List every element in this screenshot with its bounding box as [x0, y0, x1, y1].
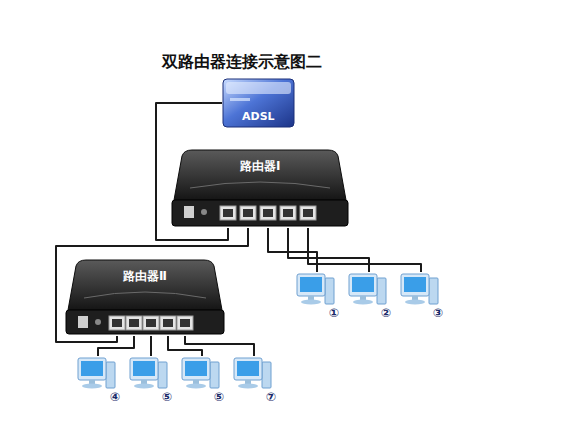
network-cable [308, 228, 421, 272]
computer-icon: ⑤ [128, 356, 172, 404]
network-cable [268, 228, 317, 272]
device-label: 路由器Ⅰ [240, 158, 280, 175]
computer-icon: ⑦ [232, 356, 276, 404]
network-cable [185, 336, 254, 356]
network-cable [288, 228, 369, 272]
computer-icon: ① [295, 272, 339, 320]
network-cable [98, 336, 134, 356]
network-cable [150, 336, 152, 356]
callout-number: ③ [433, 306, 443, 320]
computer-icon: ③ [399, 272, 443, 320]
device-label: 路由器Ⅱ [123, 268, 167, 285]
callout-number: ⑤ [214, 390, 224, 404]
callout-number: ⑤ [162, 390, 172, 404]
adsl-modem: ADSL [222, 78, 295, 128]
callout-number: ② [381, 306, 391, 320]
computer-icon: ② [347, 272, 391, 320]
computer-icon: ⑤ [180, 356, 224, 404]
computer-icon: ④ [76, 356, 120, 404]
router-box: 路由器Ⅰ [168, 148, 352, 228]
network-cable [56, 228, 248, 342]
diagram-title: 双路由器连接示意图二 [162, 52, 322, 73]
router-box: 路由器Ⅱ [62, 258, 228, 336]
device-label: ADSL [242, 110, 275, 123]
callout-number: ⑦ [266, 390, 276, 404]
callout-number: ④ [110, 390, 120, 404]
callout-number: ① [329, 306, 339, 320]
